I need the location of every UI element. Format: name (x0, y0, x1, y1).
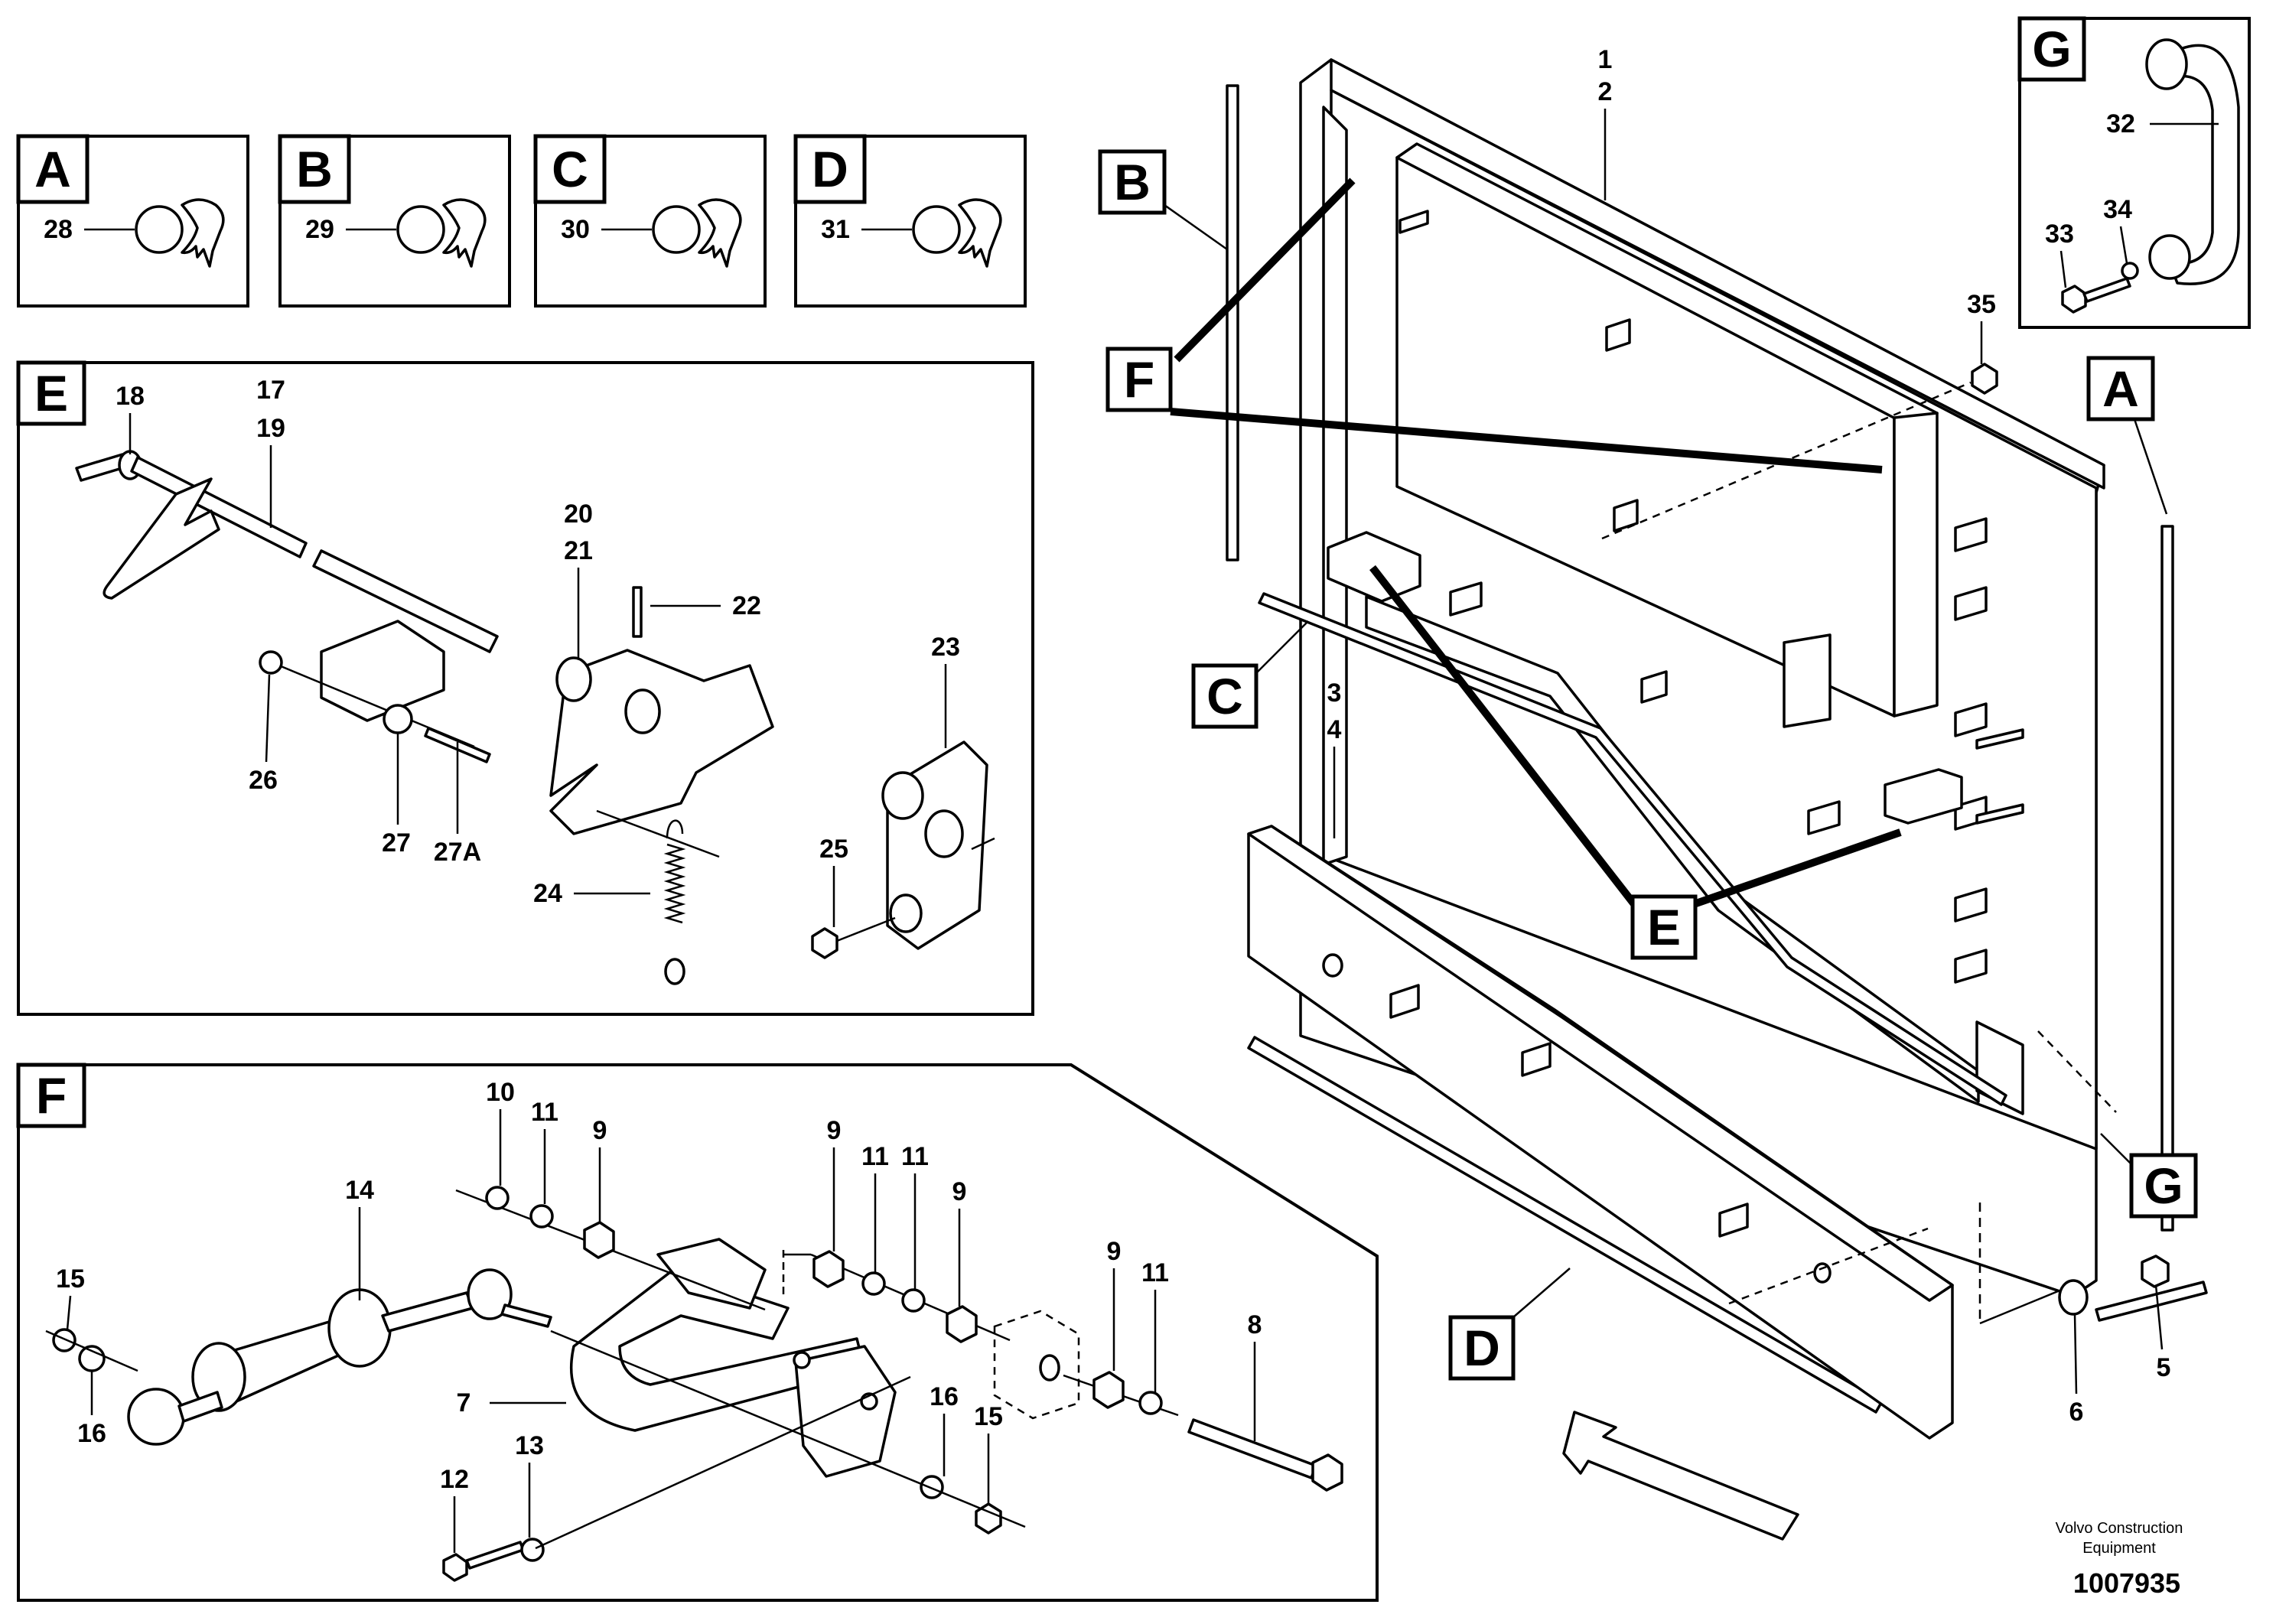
brand-line-1: Volvo Construction (2056, 1520, 2183, 1537)
detail-label-a: A (34, 141, 71, 197)
part-number-19: 19 (256, 414, 285, 443)
part-number-31: 31 (821, 215, 850, 244)
main-label-d: D (1464, 1320, 1500, 1376)
part-number-27a: 27A (434, 838, 481, 867)
part-number-9c: 9 (952, 1177, 967, 1206)
part-number-11b: 11 (861, 1142, 889, 1171)
detail-label-d: D (812, 141, 848, 197)
triangle-pins (1322, 953, 1832, 1284)
part-number-23: 23 (931, 633, 960, 662)
part-number-35: 35 (1967, 290, 1996, 319)
detail-c: C 30 (533, 134, 767, 308)
frame-pins (1398, 210, 2024, 984)
part-number-14: 14 (345, 1176, 374, 1205)
detail-label-e: E (34, 365, 68, 421)
part-number-12: 12 (440, 1465, 469, 1494)
part-number-32: 32 (2106, 109, 2135, 138)
part-number-22: 22 (732, 591, 761, 620)
part-number-7: 7 (457, 1388, 471, 1417)
detail-f: F 14 15 16 7 (16, 1063, 1379, 1602)
part-number-25: 25 (819, 835, 848, 864)
part-number-3: 3 (1327, 679, 1342, 708)
edge-clip-icon (135, 198, 225, 268)
part-number-11c: 11 (901, 1142, 929, 1171)
main-label-c: C (1206, 668, 1243, 724)
tension-spring-icon (663, 819, 686, 985)
detail-d: D 31 (793, 134, 1027, 308)
part-number-9a: 9 (593, 1116, 607, 1145)
part-number-15b: 15 (974, 1402, 1003, 1431)
part-number-26: 26 (249, 766, 278, 795)
detail-label-g: G (2032, 21, 2071, 77)
part-number-11a: 11 (531, 1098, 558, 1127)
edge-clip-icon (652, 198, 742, 268)
handle-icon (569, 1238, 897, 1478)
part-number-27: 27 (382, 828, 411, 858)
detail-label-c: C (552, 141, 588, 197)
main-label-g: G (2144, 1157, 2183, 1214)
main-label-b: B (1114, 154, 1151, 210)
detail-b: B 29 (278, 134, 511, 308)
part-number-16a: 16 (77, 1419, 106, 1448)
detail-label-f: F (36, 1067, 67, 1124)
part-number-18: 18 (116, 382, 145, 411)
brand-line-2: Equipment (2082, 1540, 2156, 1557)
main-label-e: E (1647, 899, 1681, 955)
detail-label-b: B (296, 141, 333, 197)
part-number-9b: 9 (827, 1116, 842, 1145)
part-number-4: 4 (1327, 715, 1342, 744)
gas-strut-icon (127, 1268, 513, 1446)
main-label-a: A (2102, 360, 2139, 417)
part-number-29: 29 (305, 215, 334, 244)
part-number-16b: 16 (930, 1382, 959, 1411)
detail-g: G 32 34 33 (2017, 16, 2251, 329)
part-number-5: 5 (2157, 1353, 2171, 1382)
part-number-8: 8 (1248, 1310, 1262, 1339)
part-number-11d: 11 (1141, 1258, 1169, 1287)
part-number-30: 30 (561, 215, 590, 244)
part-number-24: 24 (533, 879, 562, 908)
part-number-6: 6 (2069, 1398, 2084, 1427)
part-number-34: 34 (2103, 195, 2132, 224)
edge-clip-icon (912, 198, 1002, 268)
part-number-20: 20 (564, 500, 593, 529)
detail-e: E 18 17 19 26 27 27A 20 21 22 (16, 360, 1034, 1016)
part-number-13: 13 (515, 1431, 544, 1460)
part-number-10: 10 (486, 1078, 515, 1107)
edge-clip-icon (396, 198, 487, 268)
direction-arrow-icon (1562, 1411, 1799, 1541)
part-number-2: 2 (1598, 77, 1613, 106)
part-number-33: 33 (2045, 220, 2074, 249)
main-label-f: F (1124, 351, 1154, 408)
main-assembly: 35 1 2 3 4 5 6 B F C E (1098, 45, 2208, 1541)
part-number-21: 21 (564, 536, 593, 565)
part-number-1: 1 (1598, 45, 1613, 74)
part-number-15a: 15 (56, 1264, 85, 1294)
part-number-17: 17 (256, 376, 285, 405)
drawing-number: 1007935 (2073, 1567, 2180, 1599)
detail-a: A 28 (16, 134, 249, 308)
part-number-9d: 9 (1107, 1237, 1122, 1266)
part-number-28: 28 (44, 215, 73, 244)
